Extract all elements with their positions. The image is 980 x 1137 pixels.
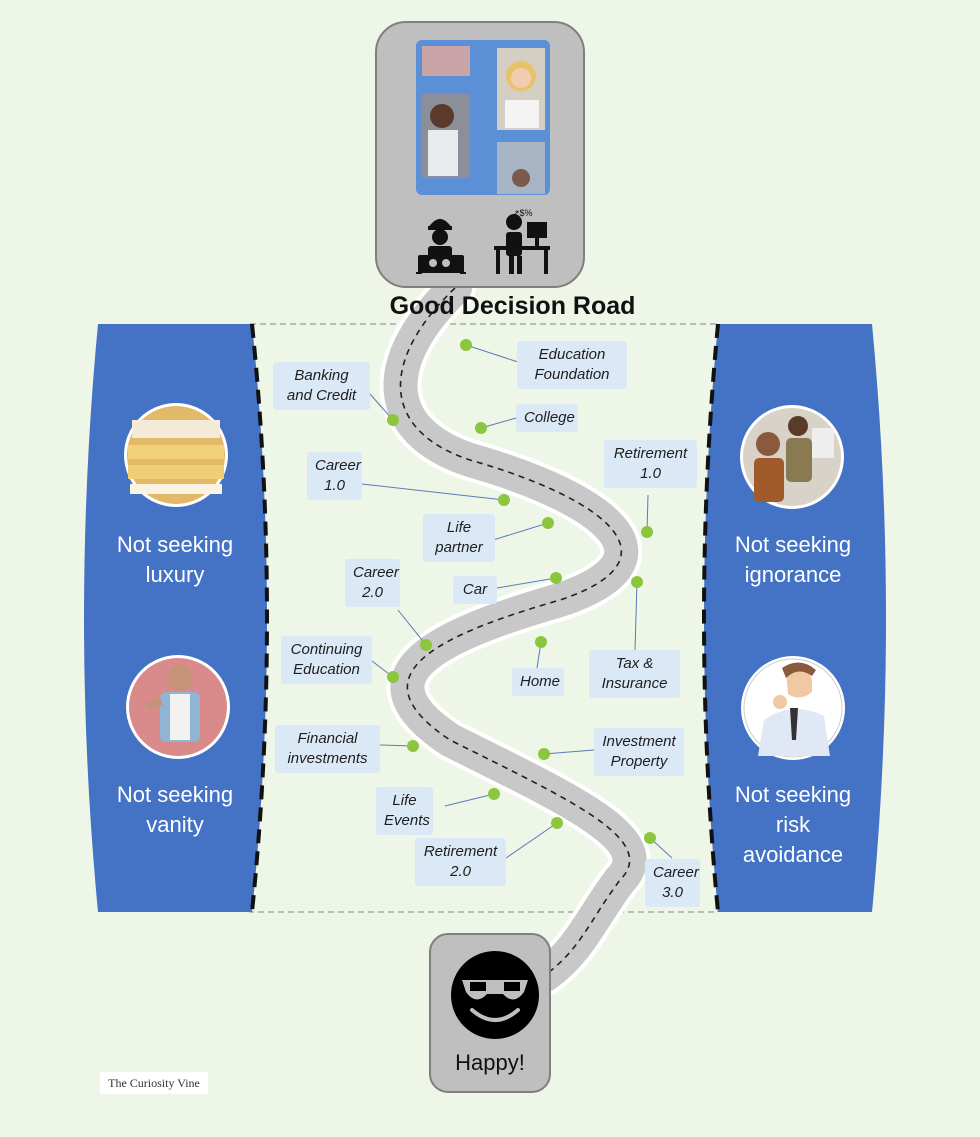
right-panel-boundary [702, 323, 720, 913]
video-call-collage-photo-icon [416, 40, 550, 195]
left-panel-boundary [250, 323, 269, 913]
office-worker-icon: ↗$% [494, 208, 550, 274]
not-seeking-ignorance-text: Not seeking ignorance [734, 532, 852, 587]
not-seeking-risk-avoidance-text: Not seeking risk avoidance [734, 782, 852, 867]
mechanic-worker-icon [416, 219, 466, 274]
curiosity-vine-logo: The Curiosity Vine [100, 1072, 208, 1094]
not-seeking-vanity-text: Not seeking vanity [116, 782, 234, 837]
worried-man-icon [741, 656, 845, 760]
label-tax-and-insurance: Tax &Insurance [589, 650, 680, 698]
diagram-title: Good Decision Road [389, 292, 636, 320]
label-car: Car [453, 576, 497, 604]
luxury-bedroom-photo-icon [124, 403, 228, 507]
label-college: College [516, 404, 578, 432]
not-seeking-luxury-text: Not seeking luxury [116, 532, 234, 587]
milestone-dots [387, 339, 656, 844]
arguing-women-photo-icon [740, 405, 844, 509]
svg-text:↗$%: ↗$% [512, 208, 533, 218]
road-centerline [399, 287, 631, 976]
vain-man-photo-icon [126, 655, 230, 759]
label-home: Home [512, 668, 564, 696]
connector-lines [361, 344, 673, 859]
cool-smiley-sunglasses-icon [451, 951, 539, 1039]
happy-text: Happy! [455, 1050, 525, 1075]
